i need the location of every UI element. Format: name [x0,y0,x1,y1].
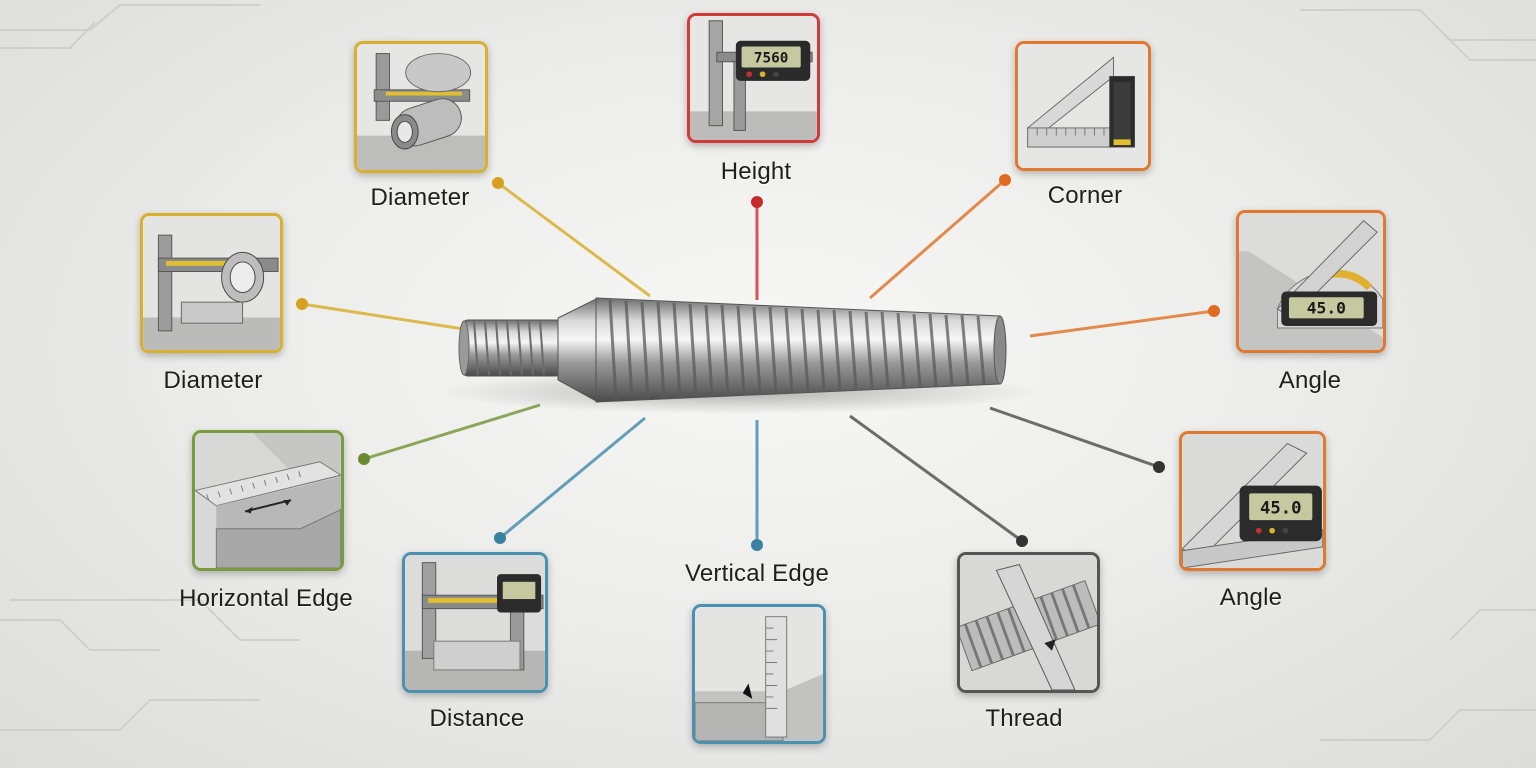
card-distance[interactable] [402,552,548,693]
card-height[interactable]: 7560 [687,13,820,143]
label-horizontal-edge: Horizontal Edge [179,585,353,612]
height-readout: 7560 [754,51,788,67]
connector-dot-horizontal-edge [358,453,370,465]
card-horizontal-edge[interactable] [192,430,344,571]
thread-gauge-icon [960,555,1097,690]
caliper-ring-icon [143,216,280,350]
connector-dot-diameter-top [492,177,504,189]
digital-angle-gauge-icon: 45.0 [1182,434,1323,568]
card-vertical-edge[interactable] [692,604,826,744]
connector-diameter-top [497,181,651,298]
label-angle-bottom: Angle [1219,584,1283,611]
card-angle-top[interactable]: 45.0 [1236,210,1386,353]
card-diameter-top[interactable] [354,41,488,173]
connector-dot-vertical-edge [751,539,763,551]
connector-thread [849,414,1023,543]
connector-diameter-left [301,302,471,332]
connector-corner [869,178,1006,300]
connector-dot-height [751,196,763,208]
connector-horizontal-edge [363,403,541,461]
card-corner[interactable] [1015,41,1151,171]
connector-dot-distance [494,532,506,544]
angle-bottom-readout: 45.0 [1260,498,1301,518]
connector-dot-angle-bottom [1153,461,1165,473]
label-distance: Distance [429,705,525,732]
protractor-icon: 45.0 [1239,213,1383,350]
connector-dot-angle-top [1208,305,1220,317]
vertical-ruler-icon [695,607,823,741]
caliper-cylinder-icon [357,44,485,170]
angle-top-readout: 45.0 [1307,299,1346,318]
label-angle-top: Angle [1278,367,1342,394]
connector-distance [499,416,646,540]
card-diameter-left[interactable] [140,213,283,353]
digital-caliper-height-icon: 7560 [690,16,817,140]
label-diameter-left: Diameter [163,367,263,394]
connector-dot-corner [999,174,1011,186]
label-corner: Corner [1047,182,1123,209]
connector-angle-bottom [989,406,1160,469]
card-thread[interactable] [957,552,1100,693]
label-vertical-edge: Vertical Edge [684,560,830,587]
label-thread: Thread [985,705,1063,732]
ruler-on-block-icon [195,433,341,568]
label-diameter-top: Diameter [370,184,470,211]
connector-dot-thread [1016,535,1028,547]
connector-angle-top [1029,309,1215,338]
caliper-distance-icon [405,555,545,690]
label-height: Height [720,158,792,185]
connector-dot-diameter-left [296,298,308,310]
card-angle-bottom[interactable]: 45.0 [1179,431,1326,571]
square-ruler-icon [1018,44,1148,168]
